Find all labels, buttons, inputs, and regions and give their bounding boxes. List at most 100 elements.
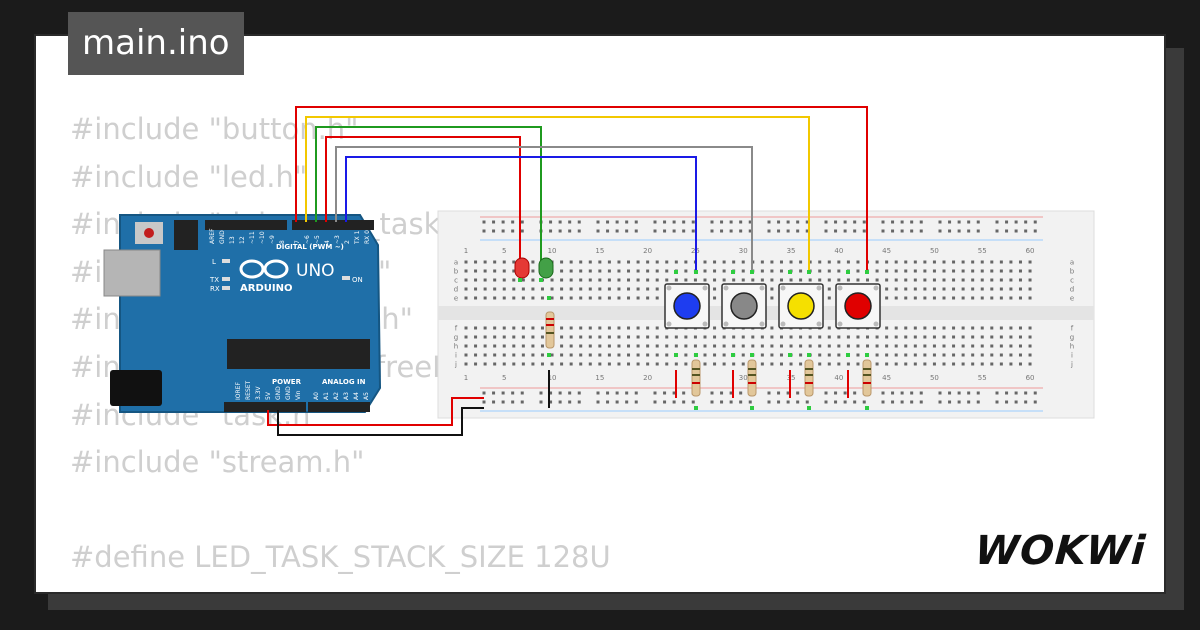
row-letter: c: [454, 277, 458, 285]
column-number: 55: [978, 247, 987, 255]
analog-header-pins: [308, 402, 370, 412]
pin-label: A1: [323, 392, 330, 400]
pulldown-resistor: [862, 359, 872, 397]
wire-red-button: [295, 106, 868, 272]
wire-yellow-button: [305, 116, 810, 272]
column-number: 30: [739, 374, 748, 382]
column-number: 50: [930, 374, 939, 382]
pin-label: RX 0: [364, 230, 371, 244]
pin-label: A4: [353, 392, 360, 400]
row-letter: e: [1070, 295, 1074, 303]
power-header-label: POWER: [272, 378, 302, 386]
rx-label: RX: [210, 285, 220, 293]
pushbutton-red[interactable]: [835, 283, 881, 329]
pin-label: GND: [285, 386, 292, 400]
column-number: 5: [502, 247, 506, 255]
power-header-pins: [224, 402, 306, 412]
pin-label: 12: [239, 236, 246, 244]
arduino-uno-board[interactable]: DIGITAL (PWM ~) POWER ANALOG IN UNO ARDU…: [103, 214, 382, 413]
column-number: 60: [1026, 247, 1035, 255]
pin-label: 8: [279, 240, 286, 244]
digital-header: [292, 220, 374, 230]
row-letter: g: [454, 334, 458, 342]
code-line: #include "led.h": [70, 159, 308, 194]
row-letter: b: [1070, 268, 1075, 276]
pin-label: Vin: [295, 390, 302, 400]
file-tab[interactable]: main.ino: [68, 12, 244, 75]
wires: [267, 106, 868, 436]
column-number: 40: [834, 374, 843, 382]
row-letter: h: [454, 343, 458, 351]
led-red[interactable]: [514, 257, 530, 279]
column-number: 1: [464, 247, 468, 255]
pin-label: ~3: [334, 235, 341, 244]
pin-label: A0: [313, 392, 320, 400]
wire-gray-button: [335, 146, 753, 272]
row-letter: d: [1070, 286, 1074, 294]
led-green[interactable]: [538, 257, 554, 279]
l-label: L: [212, 258, 216, 266]
row-letter: a: [1070, 259, 1074, 267]
column-number: 45: [882, 247, 891, 255]
column-number: 60: [1026, 374, 1035, 382]
column-number: 10: [548, 247, 557, 255]
model-label: UNO: [296, 261, 335, 281]
breadboard: 1155101015152020252530303535404045455050…: [437, 210, 1095, 419]
wire-gnd: [277, 407, 484, 436]
usb-port: [103, 249, 161, 297]
pin-label: 13: [229, 236, 236, 244]
wire-red-led: [325, 136, 521, 262]
column-number: 10: [548, 374, 557, 382]
pin-label: 5V: [265, 391, 272, 400]
pin-label: 2: [344, 240, 351, 244]
pin-label: RESET: [245, 380, 252, 400]
wokwi-logo: WOKWi: [973, 528, 1148, 574]
pin-label: ~6: [304, 235, 311, 244]
icsp-header: [174, 220, 198, 250]
column-number: 55: [978, 374, 987, 382]
column-number: 45: [882, 374, 891, 382]
wire-green-led: [315, 126, 542, 262]
row-letter: j: [1070, 361, 1073, 369]
pin-label: 7: [294, 240, 301, 244]
row-letter: e: [454, 295, 458, 303]
pin-label: ~5: [314, 235, 321, 244]
pin-label: ~10: [259, 231, 266, 244]
pin-label: A3: [343, 392, 350, 400]
pin-label: 4: [324, 240, 331, 244]
power-jack: [110, 370, 162, 406]
row-letter: j: [454, 361, 457, 369]
pin-label: A5: [363, 392, 370, 400]
pin-label: GND: [219, 230, 226, 244]
led-resistor: [545, 311, 555, 349]
column-number: 1: [464, 374, 468, 382]
pin-label: ~11: [249, 231, 256, 244]
column-number: 50: [930, 247, 939, 255]
aref-header: [205, 220, 287, 230]
tx-label: TX: [209, 276, 219, 284]
pin-label: A2: [333, 392, 340, 400]
column-number: 15: [595, 374, 604, 382]
pin-label: GND: [275, 386, 282, 400]
code-line: #define BUTTON_TASK_STACK_SIZE 128U: [70, 582, 674, 592]
pin-label: 3.3V: [255, 385, 262, 400]
column-number: 20: [643, 374, 652, 382]
column-number: 40: [834, 247, 843, 255]
pin-label: AREF: [209, 228, 216, 244]
pushbutton-blue[interactable]: [664, 283, 710, 329]
code-line: #include "stream.h": [70, 445, 365, 480]
pulldown-resistor: [691, 359, 701, 397]
row-letter: i: [1071, 352, 1073, 360]
code-line: #define LED_TASK_STACK_SIZE 128U: [70, 540, 611, 575]
row-letter: i: [455, 352, 457, 360]
column-number: 35: [787, 374, 796, 382]
column-number: 15: [595, 247, 604, 255]
pin-label: IOREF: [235, 382, 242, 400]
atmega-chip: [227, 339, 370, 369]
wire-5v: [267, 397, 484, 426]
row-letter: d: [454, 286, 458, 294]
pushbutton-gray[interactable]: [721, 283, 767, 329]
pushbutton-yellow[interactable]: [778, 283, 824, 329]
row-letter: g: [1070, 334, 1074, 342]
